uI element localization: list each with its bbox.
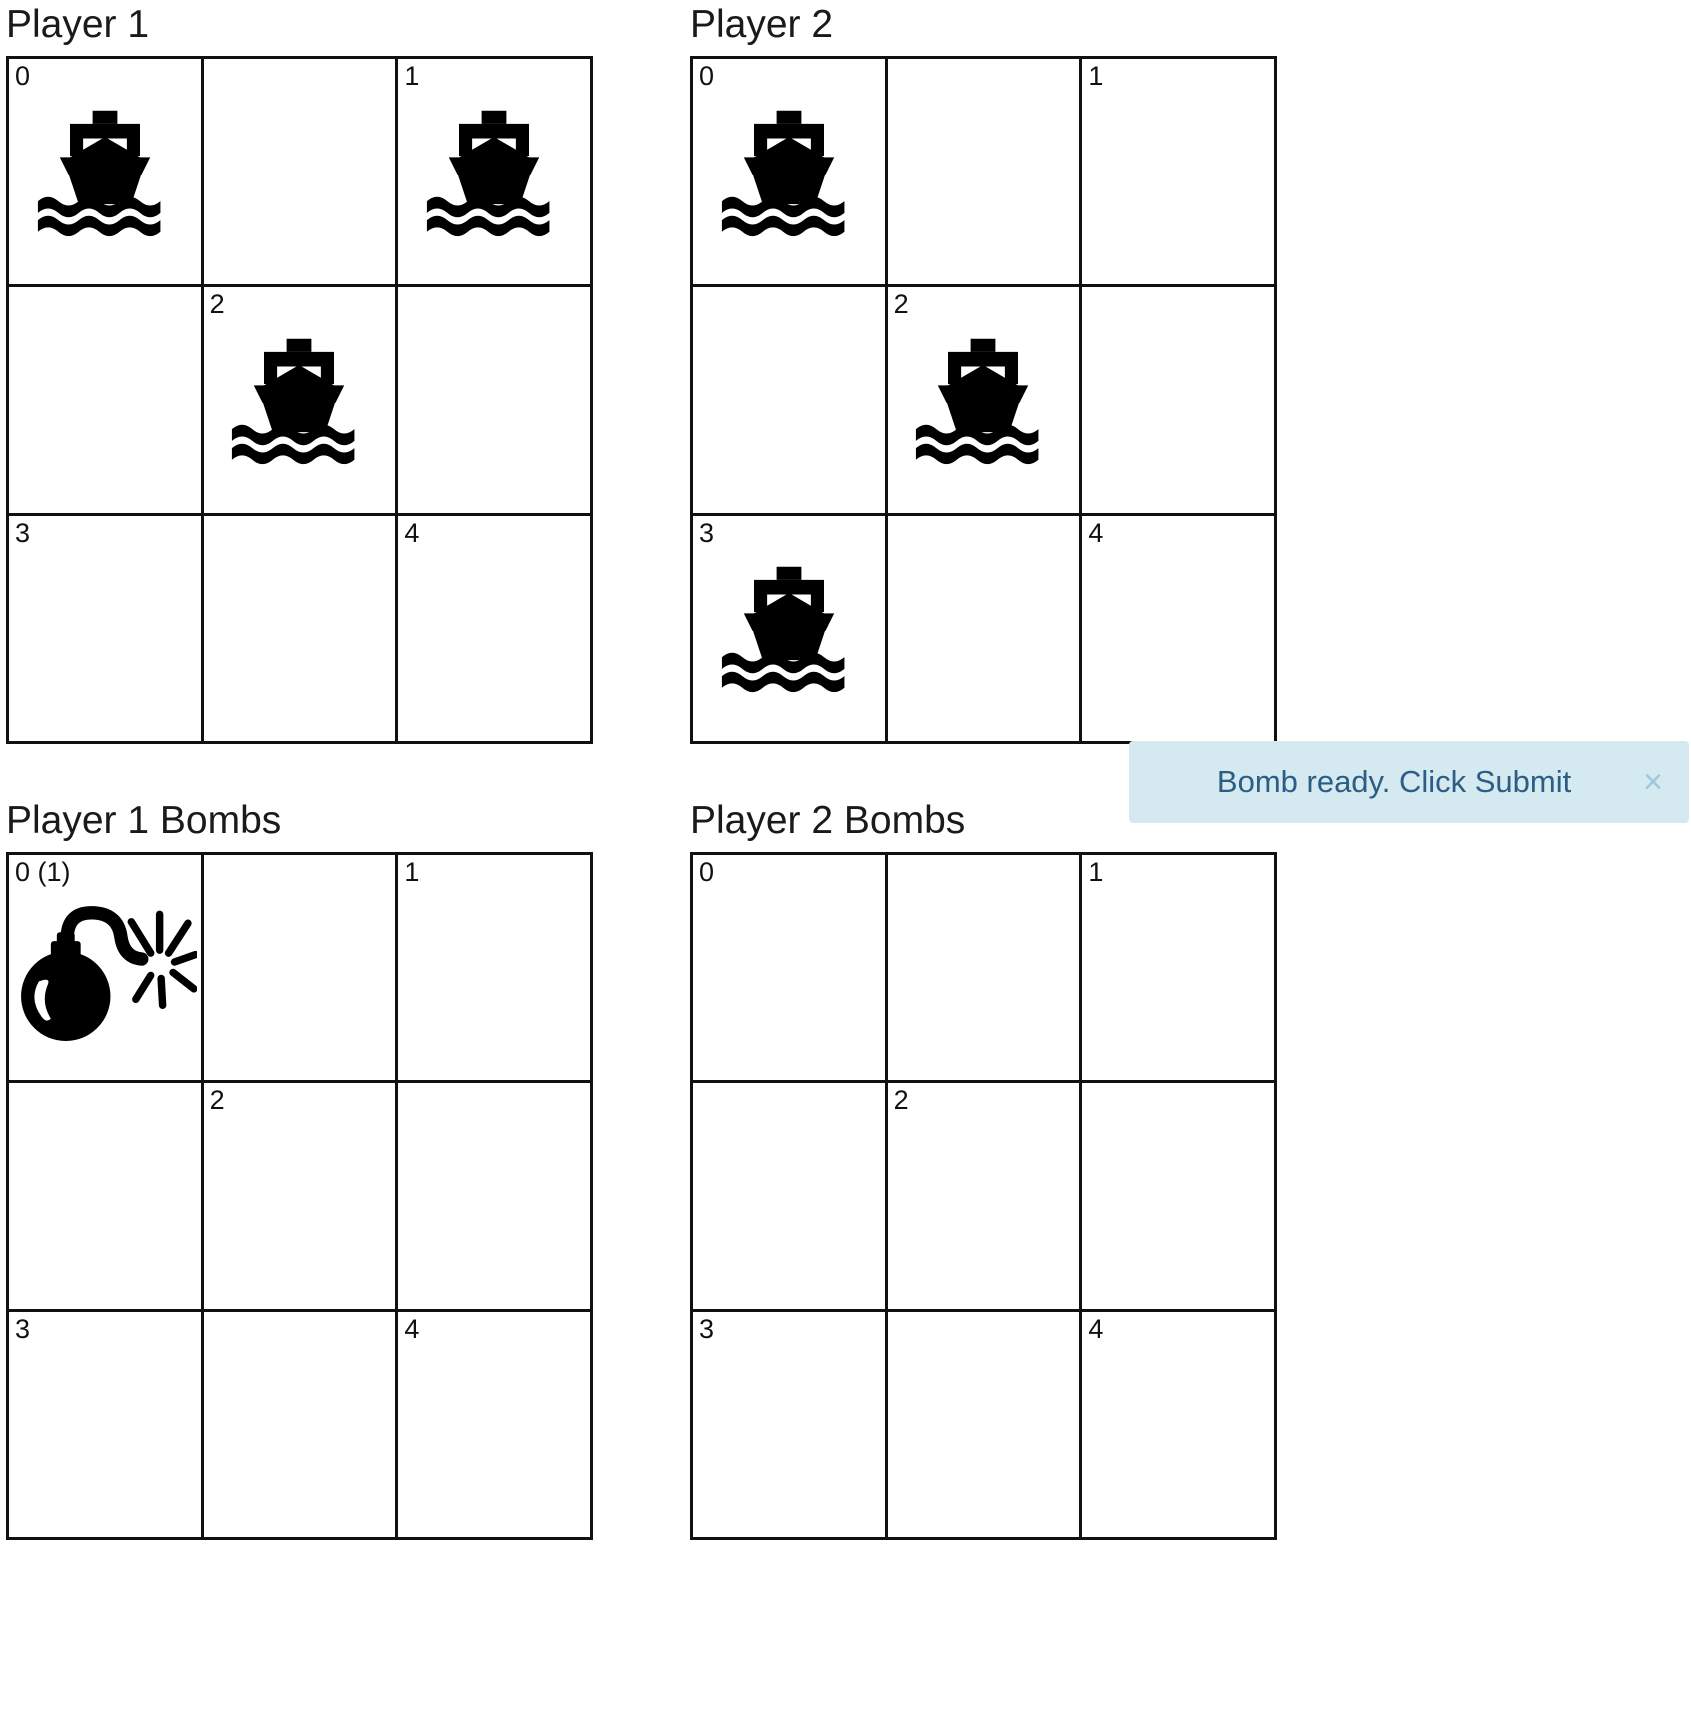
ship-icon: [721, 110, 845, 236]
grid-cell[interactable]: 4: [1082, 1311, 1277, 1540]
grid-cell[interactable]: 0 (1): [9, 855, 204, 1084]
grid-cell[interactable]: [1082, 287, 1277, 516]
close-icon[interactable]: ×: [1643, 763, 1663, 801]
ship-icon: [37, 110, 161, 236]
grid-cell[interactable]: 2: [887, 1083, 1083, 1312]
grid-cell[interactable]: 0: [693, 59, 888, 288]
cell-label: 3: [15, 1313, 31, 1344]
cell-label: 3: [15, 517, 31, 548]
cell-label: 2: [893, 1085, 909, 1116]
grid-cell[interactable]: [203, 855, 399, 1084]
grid-cell[interactable]: 3: [693, 1311, 888, 1540]
grid-cell[interactable]: [203, 59, 399, 288]
cell-label: 3: [699, 517, 715, 548]
bomb-grid-player-2[interactable]: 0 1 2 3 4: [690, 852, 1277, 1540]
grid-cell[interactable]: [887, 855, 1083, 1084]
grid-cell[interactable]: 3: [9, 515, 204, 744]
cell-label: 4: [404, 1313, 420, 1344]
grid-cell[interactable]: 4: [398, 515, 593, 744]
grid-cell[interactable]: [887, 1311, 1083, 1540]
grid-cell[interactable]: [693, 1083, 888, 1312]
grid-cell[interactable]: [1082, 1083, 1277, 1312]
toast-notification: Bomb ready. Click Submit ×: [1129, 741, 1689, 823]
grid-cell[interactable]: 2: [203, 1083, 399, 1312]
grid-cell[interactable]: 1: [1082, 59, 1277, 288]
toast-message: Bomb ready. Click Submit: [1216, 764, 1572, 799]
bomb-icon: [21, 905, 198, 1041]
ship-icon: [916, 338, 1039, 465]
grid-cell[interactable]: 3: [9, 1311, 204, 1540]
grid-cell[interactable]: [9, 287, 204, 516]
board-title: Player 2: [690, 3, 834, 46]
grid-cell[interactable]: [9, 1083, 204, 1312]
grid-cell[interactable]: [203, 1311, 399, 1540]
cell-label: 1: [1088, 857, 1104, 887]
grid-cell[interactable]: [887, 59, 1083, 288]
grid-cell[interactable]: 1: [398, 855, 593, 1084]
grid-cell[interactable]: 0: [693, 855, 888, 1084]
cell-label: 0: [699, 857, 715, 887]
cell-label: 1: [1088, 61, 1104, 91]
grid-cell[interactable]: [398, 287, 593, 516]
bomb-grid-player-1[interactable]: 0 (1) 1 2 3 4: [6, 852, 593, 1540]
grid-cell[interactable]: 2: [887, 287, 1083, 516]
ship-grid-player-1[interactable]: 0 1 2: [6, 56, 593, 744]
board-title: Player 1 Bombs: [6, 799, 282, 842]
grid-cell[interactable]: [203, 515, 399, 744]
board-player-2-bombs: Player 2 Bombs 0 1 2 3 4: [690, 798, 1277, 1540]
grid-cell[interactable]: 1: [1082, 855, 1277, 1084]
grid-cell[interactable]: 2: [203, 287, 399, 516]
grid-cell[interactable]: 4: [1082, 515, 1277, 744]
ship-icon: [721, 567, 845, 693]
cell-label: 4: [1088, 517, 1104, 548]
grid-cell[interactable]: 4: [398, 1311, 593, 1540]
cell-label: 4: [404, 517, 420, 548]
cell-label: 2: [209, 289, 225, 320]
grid-cell[interactable]: [887, 515, 1083, 744]
cell-label: 2: [893, 289, 909, 320]
grid-cell[interactable]: 3: [693, 515, 888, 744]
grid-cell[interactable]: [693, 287, 888, 516]
grid-cell[interactable]: 1: [398, 59, 593, 288]
cell-label: 3: [699, 1313, 715, 1344]
board-player-1-bombs: Player 1 Bombs 0 (1) 1 2 3 4: [6, 798, 593, 1540]
grid-cell[interactable]: 0: [9, 59, 204, 288]
cell-label: 0: [15, 61, 31, 91]
cell-label: 2: [209, 1085, 225, 1116]
cell-label: 0: [699, 61, 715, 91]
board-title: Player 2 Bombs: [690, 799, 966, 842]
cell-label: 0 (1): [15, 857, 71, 887]
board-title: Player 1: [6, 3, 150, 46]
cell-label: 4: [1088, 1313, 1104, 1344]
ship-icon: [427, 110, 550, 236]
ship-grid-player-2[interactable]: 0 1 2 3: [690, 56, 1277, 744]
board-player-1-ships: Player 1 0 1 2: [6, 2, 593, 744]
grid-cell[interactable]: [398, 1083, 593, 1312]
cell-label: 1: [404, 857, 420, 887]
cell-label: 1: [404, 61, 420, 91]
board-player-2-ships: Player 2 0 1 2 3: [690, 2, 1277, 744]
ship-icon: [232, 338, 355, 465]
